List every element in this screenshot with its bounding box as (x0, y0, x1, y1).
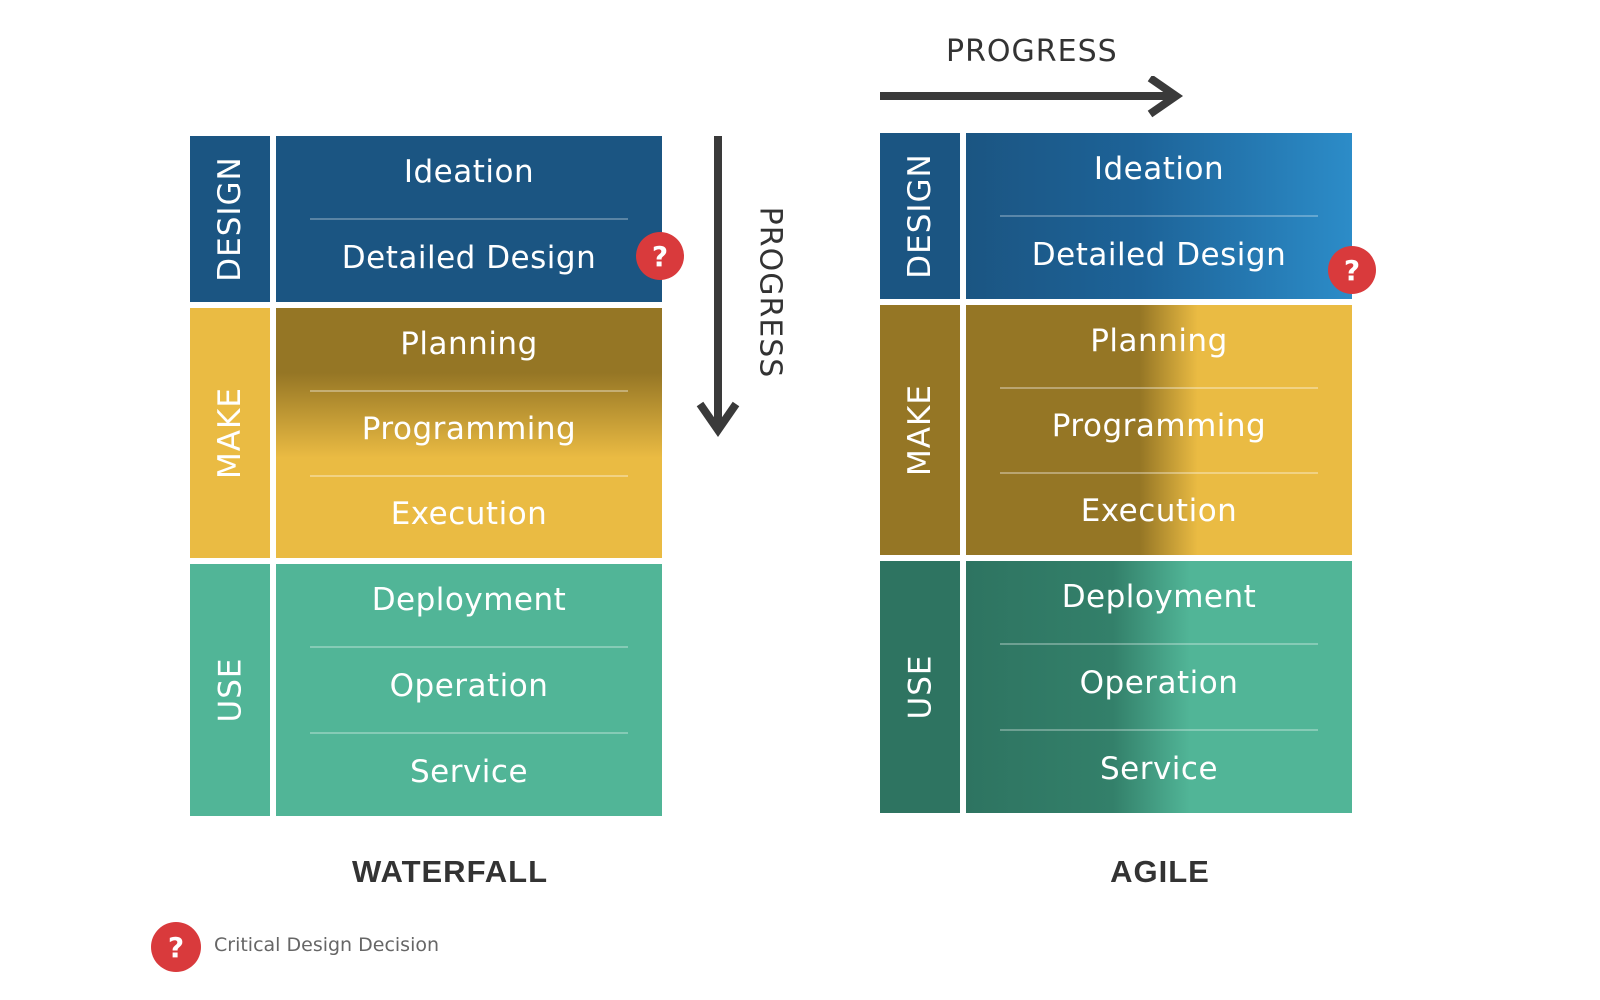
agile-stage-operation: Operation (1079, 665, 1239, 701)
waterfall-stage-execution: Execution (390, 496, 548, 532)
waterfall-caption: WATERFALL (351, 854, 549, 889)
waterfall-stage-service: Service (409, 754, 529, 790)
agile-stage-planning: Planning (1090, 323, 1228, 359)
separator (310, 218, 628, 220)
progress-vertical-label: PROGRESS (753, 203, 788, 383)
waterfall-use-label: USE (212, 657, 248, 723)
progress-vertical-text: PROGRESS (752, 206, 788, 379)
separator (310, 646, 628, 648)
progress-right-arrow-icon (880, 76, 1184, 118)
agile-make-side-label: MAKE (880, 305, 960, 555)
agile-stage-detailed-design: Detailed Design (1031, 237, 1287, 273)
agile-stage-deployment: Deployment (1061, 579, 1257, 615)
waterfall-stage-detailed-design: Detailed Design (341, 240, 597, 276)
separator (310, 390, 628, 392)
agile-critical-decision-badge: ? (1328, 246, 1376, 294)
legend-critical-decision-badge: ? (151, 922, 201, 972)
agile-use-side-label: USE (880, 561, 960, 813)
waterfall-stage-planning: Planning (400, 326, 538, 362)
agile-stage-execution: Execution (1080, 493, 1238, 529)
separator (1000, 215, 1318, 217)
agile-stage-programming: Programming (1051, 408, 1267, 444)
waterfall-make-label: MAKE (212, 387, 248, 479)
waterfall-critical-decision-badge: ? (636, 232, 684, 280)
waterfall-make-block: Planning Programming Execution (276, 308, 662, 558)
agile-stage-ideation: Ideation (1093, 151, 1225, 187)
waterfall-design-side-label: DESIGN (190, 136, 270, 302)
waterfall-make-side-label: MAKE (190, 308, 270, 558)
separator (1000, 387, 1318, 389)
agile-stage-service: Service (1099, 751, 1219, 787)
separator (310, 475, 628, 477)
agile-design-side-label: DESIGN (880, 133, 960, 299)
agile-use-block: Deployment Operation Service (966, 561, 1352, 813)
agile-design-block: Ideation Detailed Design (966, 133, 1352, 299)
waterfall-stage-operation: Operation (389, 668, 549, 704)
legend-label: Critical Design Decision (214, 934, 440, 956)
waterfall-design-block: Ideation Detailed Design (276, 136, 662, 302)
agile-caption: AGILE (1110, 854, 1210, 889)
agile-make-label: MAKE (902, 384, 938, 476)
agile-use-label: USE (902, 654, 938, 720)
separator (310, 732, 628, 734)
waterfall-stage-deployment: Deployment (371, 582, 567, 618)
separator (1000, 643, 1318, 645)
waterfall-use-block: Deployment Operation Service (276, 564, 662, 816)
agile-make-block: Planning Programming Execution (966, 305, 1352, 555)
separator (1000, 472, 1318, 474)
agile-design-label: DESIGN (902, 153, 938, 279)
waterfall-design-label: DESIGN (212, 156, 248, 282)
waterfall-use-side-label: USE (190, 564, 270, 816)
progress-down-arrow-icon (696, 136, 740, 438)
progress-horizontal-label: PROGRESS (946, 34, 1118, 69)
separator (1000, 729, 1318, 731)
waterfall-stage-programming: Programming (361, 411, 577, 447)
waterfall-stage-ideation: Ideation (403, 154, 535, 190)
